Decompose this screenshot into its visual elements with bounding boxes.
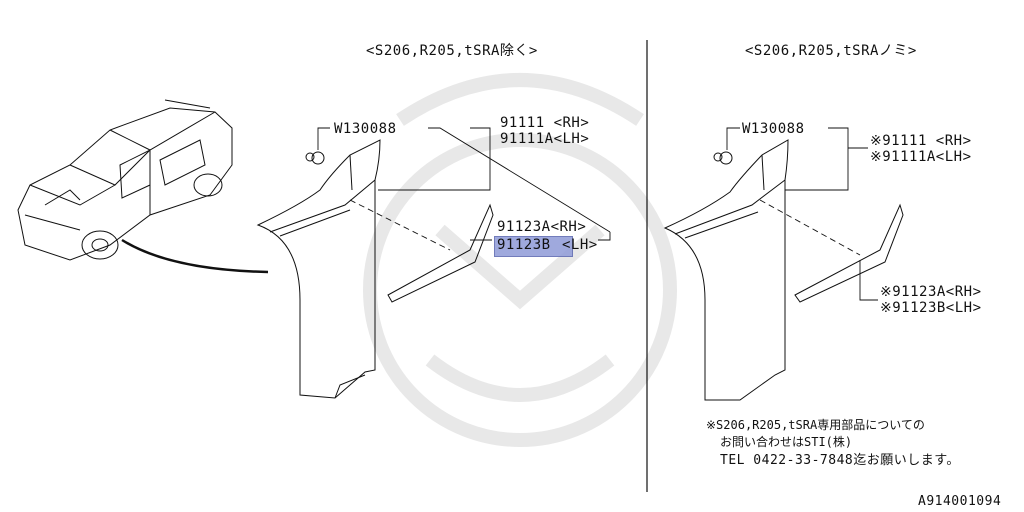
left-pad-part [387, 203, 494, 303]
right-pad-part [794, 203, 904, 303]
left-pad-lh-part-number[interactable]: 91123B [497, 237, 551, 253]
diagram-id: A914001094 [918, 494, 1002, 509]
right-fender-lh-part-number[interactable]: ※91111A<LH> [870, 149, 972, 165]
right-fender-rh-part-number[interactable]: ※91111 <RH> [870, 133, 972, 149]
right-fender-part [663, 139, 789, 401]
left-clip [305, 151, 325, 165]
car-callout-line [121, 238, 269, 274]
right-pad-lh-part-number[interactable]: ※91123B<LH> [880, 300, 982, 316]
sti-notice-line-3: TEL 0422-33-7848迄お願いします。 [720, 453, 960, 468]
sti-notice-line-2: お問い合わせはSTI(株) [720, 435, 853, 449]
watermark-emblem [363, 73, 677, 447]
right-pad-rh-part-number[interactable]: ※91123A<RH> [880, 284, 982, 300]
right-clip-part-number[interactable]: W130088 [742, 121, 805, 137]
left-pad-rh-part-number[interactable]: 91123A<RH> [497, 219, 587, 235]
left-pad-lh-side-label: <LH> [562, 237, 598, 253]
left-fender-part [256, 139, 381, 399]
left-panel-header: <S206,R205,tSRA除く> [366, 43, 538, 59]
left-clip-part-number[interactable]: W130088 [334, 121, 397, 137]
left-leader-lines [317, 127, 611, 251]
highlight-box [494, 236, 573, 257]
car-illustration [17, 99, 233, 261]
sti-notice-line-1: ※S206,R205,tSRA専用部品についての [706, 418, 925, 432]
right-leader-lines [726, 127, 878, 301]
right-clip [713, 151, 733, 165]
left-fender-rh-part-number[interactable]: 91111 <RH> [500, 115, 590, 131]
left-fender-lh-part-number[interactable]: 91111A<LH> [500, 131, 590, 147]
right-panel-header: <S206,R205,tSRAノミ> [745, 43, 917, 59]
